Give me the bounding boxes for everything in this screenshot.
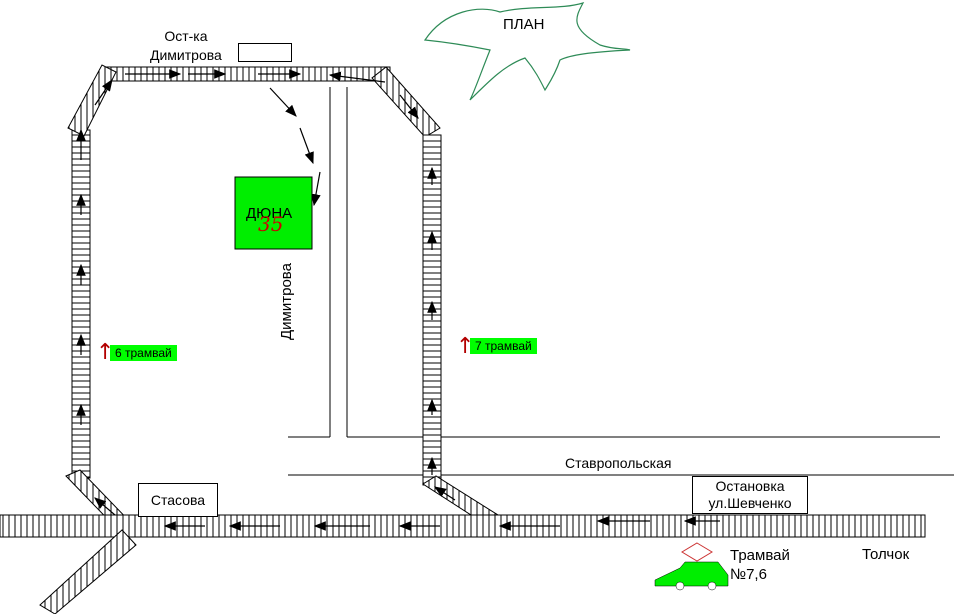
track-bottom — [0, 514, 926, 538]
duna-label: ДЮНА — [246, 205, 293, 222]
plan-label: ПЛАН — [503, 16, 545, 33]
track-left-diag-top — [67, 64, 117, 137]
walk-arrow-2 — [299, 127, 314, 165]
tolchok-label: Толчок — [862, 546, 910, 563]
plan-star-shape — [423, 2, 631, 101]
tram7-label: 7 трамвай — [470, 338, 537, 354]
tram6-up-arrow: ↑ — [96, 340, 115, 365]
stop-stasova-box: Стасова — [138, 483, 218, 517]
walk-arrow-3 — [311, 171, 321, 207]
stop-dimitrova-box — [238, 43, 292, 62]
walk-arrow-1 — [269, 87, 297, 117]
duna-number: 35 — [258, 212, 284, 236]
tram6-label: 6 трамвай — [110, 345, 177, 361]
street-stavropolskaya-label: Ставропольская — [565, 455, 672, 471]
stop-dimitrova-label: Ост-ка Димитрова — [150, 28, 222, 63]
track-bottom-left-diag — [39, 529, 137, 614]
street-dimitrova-label: Димитрова — [278, 263, 295, 340]
stop-shevchenko-box: Остановка ул.Шевченко — [692, 476, 808, 514]
track-left — [71, 129, 91, 479]
tram7-up-arrow: ↑ — [456, 334, 475, 359]
duna-building — [234, 176, 313, 250]
tram-car-icon — [654, 561, 729, 587]
tram-stop-diamond — [681, 542, 713, 562]
tram-stop-label: Трамвай №7,6 — [730, 547, 790, 583]
